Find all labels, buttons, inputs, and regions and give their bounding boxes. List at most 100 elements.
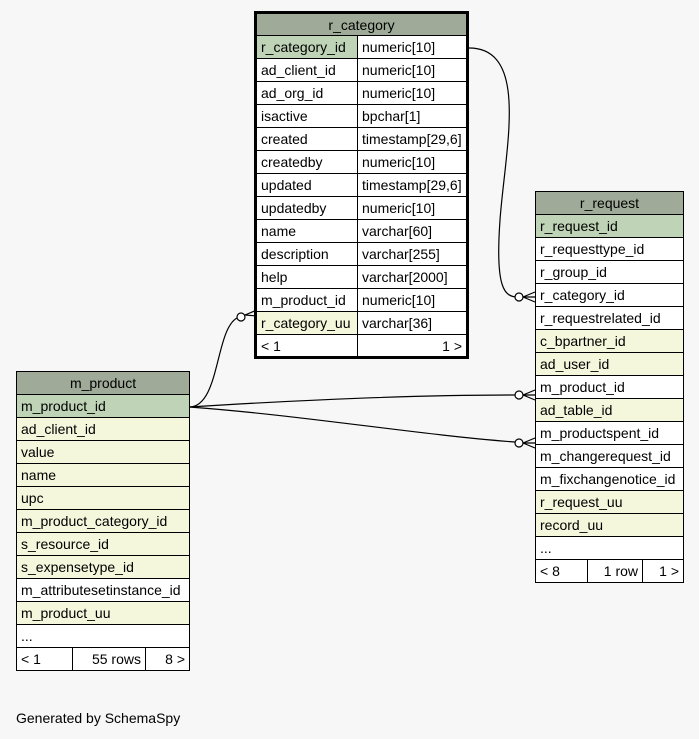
column-name[interactable]: name	[255, 219, 358, 243]
column-type: varchar[255]	[356, 242, 469, 266]
column-name[interactable]: updatedby	[255, 196, 358, 220]
column-name[interactable]: ad_org_id	[255, 81, 358, 105]
column-name[interactable]: ad_table_id	[534, 398, 685, 422]
table-title-r-category[interactable]: r_category	[254, 12, 469, 36]
relation-zero-marker	[514, 390, 524, 400]
relation-zero-marker	[236, 312, 246, 322]
column-name[interactable]: r_group_id	[534, 260, 685, 284]
children-count[interactable]: 8 >	[144, 647, 191, 671]
column-name[interactable]: m_product_id	[534, 375, 685, 399]
table-row: r_request_uu	[534, 490, 685, 514]
column-name[interactable]: r_requestrelated_id	[534, 306, 685, 330]
table-title-r-request[interactable]: r_request	[534, 191, 685, 215]
column-name[interactable]: m_fixchangenotice_id	[534, 467, 685, 491]
column-name[interactable]: c_bpartner_id	[534, 329, 685, 353]
table-footer: < 13 rows1 >	[255, 334, 469, 358]
table-title-m-product[interactable]: m_product	[15, 371, 191, 395]
column-name[interactable]: s_expensetype_id	[15, 555, 191, 579]
relation-m-product-to-r-request-productspent	[188, 406, 516, 443]
table-row: m_product_category_id	[15, 509, 191, 533]
column-name[interactable]: updated	[255, 173, 358, 197]
relation-crowfoot-marker	[522, 389, 536, 401]
column-name[interactable]: r_category_id	[534, 283, 685, 307]
column-name[interactable]: upc	[15, 486, 191, 510]
column-name[interactable]: value	[15, 440, 191, 464]
column-name[interactable]: s_resource_id	[15, 532, 191, 556]
column-name[interactable]: record_uu	[534, 513, 685, 537]
table-row: ...	[15, 624, 191, 648]
relation-m-product-to-r-request-product	[188, 394, 516, 408]
parents-count[interactable]: < 1	[16, 647, 73, 671]
table-row: record_uu	[534, 513, 685, 537]
relation-crowfoot-marker	[522, 291, 536, 303]
column-name[interactable]: ad_client_id	[255, 58, 358, 82]
column-type: varchar[36]	[356, 311, 469, 335]
column-name[interactable]: createdby	[255, 150, 358, 174]
table-row: ...	[534, 536, 685, 560]
column-name[interactable]: name	[15, 463, 191, 487]
table-row: ad_user_id	[534, 352, 685, 376]
column-name[interactable]: ...	[534, 536, 685, 560]
table-row: r_category_id	[534, 283, 685, 307]
table-row: r_request_id	[534, 214, 685, 238]
table-row: upc	[15, 486, 191, 510]
column-type: numeric[10]	[356, 35, 469, 59]
column-type: varchar[60]	[356, 219, 469, 243]
column-name[interactable]: ad_user_id	[534, 352, 685, 376]
parents-count[interactable]: < 1	[255, 334, 358, 358]
relation-zero-marker	[514, 438, 524, 448]
column-type: timestamp[29,6]	[356, 127, 469, 151]
column-name[interactable]: created	[255, 127, 358, 151]
table-row: m_product_uu	[15, 601, 191, 625]
table-row: r_requesttype_id	[534, 237, 685, 261]
column-name[interactable]: m_product_uu	[15, 601, 191, 625]
column-name[interactable]: isactive	[255, 104, 358, 128]
relation-r-category-to-r-request	[468, 47, 519, 298]
column-type: timestamp[29,6]	[356, 173, 469, 197]
column-name[interactable]: ad_client_id	[15, 417, 191, 441]
table-row: m_attributesetinstance_id	[15, 578, 191, 602]
column-name[interactable]: ...	[15, 624, 191, 648]
table-row: s_expensetype_id	[15, 555, 191, 579]
table-row: s_resource_id	[15, 532, 191, 556]
table-row: ad_table_id	[534, 398, 685, 422]
table-row: r_group_id	[534, 260, 685, 284]
table-row: ad_client_id	[15, 417, 191, 441]
table-row: m_changerequest_id	[534, 444, 685, 468]
column-name[interactable]: r_requesttype_id	[534, 237, 685, 261]
column-name[interactable]: help	[255, 265, 358, 289]
column-name[interactable]: r_request_id	[534, 214, 685, 238]
parents-count[interactable]: < 8	[535, 559, 588, 583]
column-name[interactable]: m_product_id	[15, 394, 191, 418]
relation-crowfoot-marker	[522, 437, 536, 449]
column-name[interactable]: m_attributesetinstance_id	[15, 578, 191, 602]
column-name[interactable]: r_category_id	[255, 35, 358, 59]
row-count: 55 rows	[72, 647, 146, 671]
column-type: bpchar[1]	[356, 104, 469, 128]
column-name[interactable]: m_productspent_id	[534, 421, 685, 445]
column-type: numeric[10]	[356, 196, 469, 220]
column-name[interactable]: m_changerequest_id	[534, 444, 685, 468]
children-count[interactable]: 1 >	[641, 559, 685, 583]
column-name[interactable]: m_product_category_id	[15, 509, 191, 533]
generated-by-footer: Generated by SchemaSpy	[16, 710, 181, 726]
column-name[interactable]: r_category_uu	[255, 311, 358, 335]
table-row: c_bpartner_id	[534, 329, 685, 353]
column-name[interactable]: r_request_uu	[534, 490, 685, 514]
column-name[interactable]: description	[255, 242, 358, 266]
column-name[interactable]: m_product_id	[255, 288, 358, 312]
children-count[interactable]: 1 >	[356, 334, 469, 358]
